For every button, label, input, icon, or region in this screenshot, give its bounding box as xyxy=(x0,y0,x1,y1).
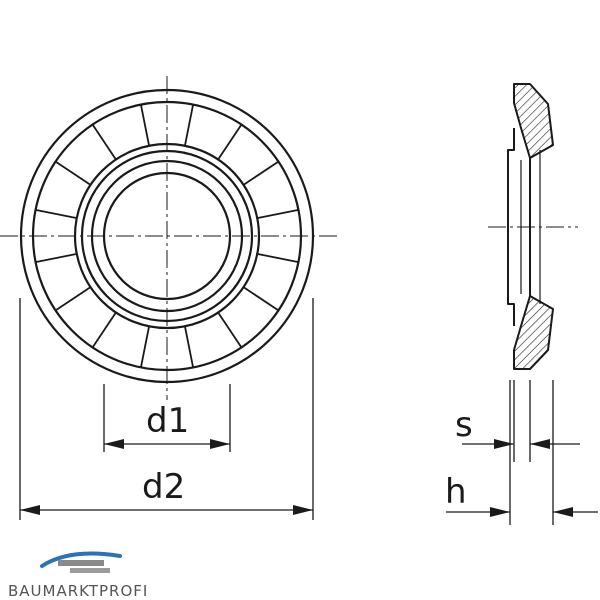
tooth-edge xyxy=(217,312,243,348)
dimension-label-s: s xyxy=(455,405,473,445)
tooth-edge xyxy=(140,104,150,146)
dimension-label-d1: d1 xyxy=(146,401,189,441)
tooth-edge xyxy=(217,124,243,160)
side-profile-left xyxy=(507,128,515,326)
front-centerlines xyxy=(0,76,338,400)
serration-teeth xyxy=(35,104,299,368)
tooth-edge xyxy=(243,286,279,312)
lower-section xyxy=(513,295,554,370)
dimensions xyxy=(19,298,598,525)
tooth-edge xyxy=(140,326,150,368)
tooth-edge xyxy=(55,286,91,312)
tooth-edge xyxy=(257,209,299,219)
dimension-label-h: h xyxy=(445,472,467,512)
tooth-edge xyxy=(184,326,194,368)
tooth-edge xyxy=(184,104,194,146)
tooth-edge xyxy=(35,209,77,219)
upper-section xyxy=(513,83,554,159)
tooth-edge xyxy=(257,253,299,263)
logo-text: BAUMARKTPROFI xyxy=(8,582,148,600)
dimension-label-d2: d2 xyxy=(142,467,185,507)
tooth-edge xyxy=(55,160,91,186)
tooth-edge xyxy=(243,160,279,186)
tooth-edge xyxy=(91,312,117,348)
tooth-edge xyxy=(91,124,117,160)
logo-roof-icon xyxy=(40,551,122,568)
baumarktprofi-logo: BAUMARKTPROFI xyxy=(8,551,148,600)
tooth-edge xyxy=(35,253,77,263)
